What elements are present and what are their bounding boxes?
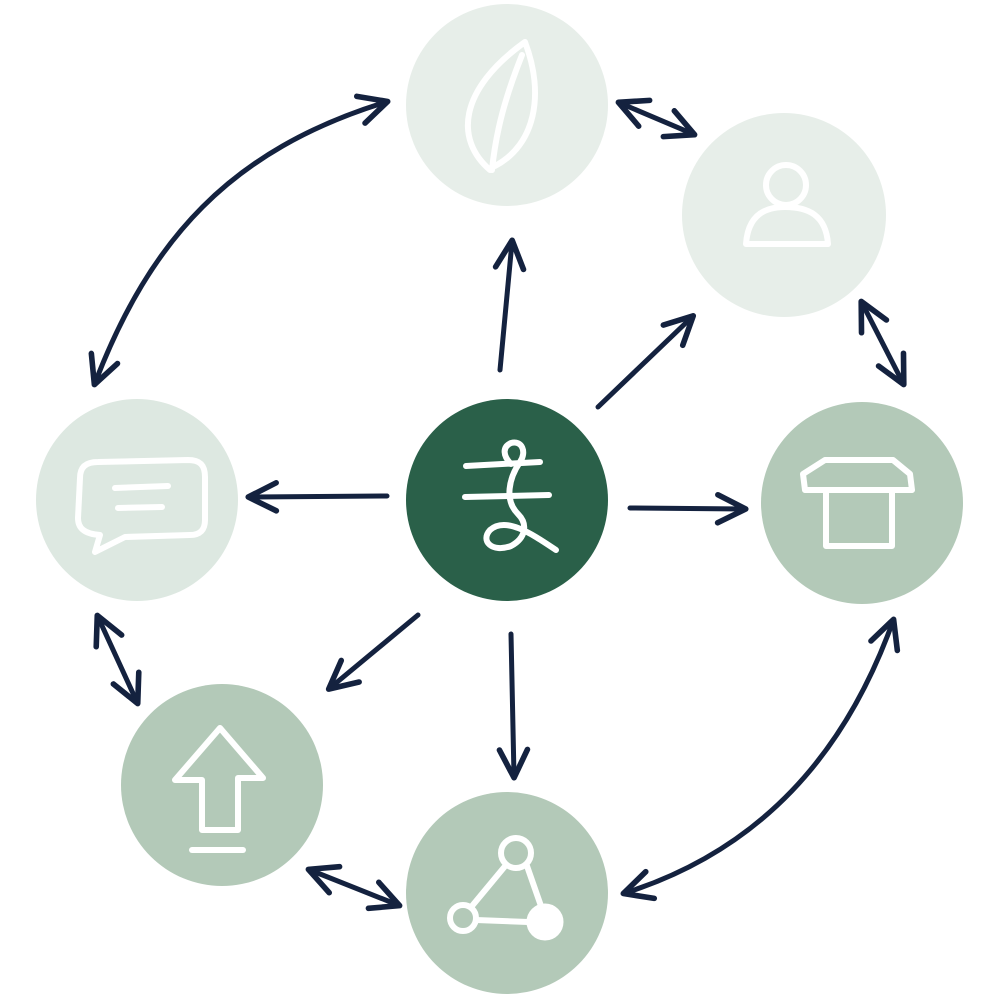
network-triangle-icon <box>447 835 564 941</box>
arrow-hub-to-chat <box>245 480 390 514</box>
script-glyph-icon <box>462 439 559 553</box>
user-icon <box>743 162 831 247</box>
storefront-icon <box>800 457 915 549</box>
node-user <box>682 113 886 317</box>
arrow-leaf-user <box>615 97 698 140</box>
chat-bubble-icon <box>75 457 208 555</box>
upload-arrow-icon <box>172 725 266 853</box>
node-upload <box>121 684 323 886</box>
arrow-upload-chat <box>93 612 142 707</box>
node-chat <box>36 399 238 601</box>
leaf-icon <box>464 39 538 173</box>
node-network <box>406 792 608 994</box>
arrow-hub-to-network <box>496 631 531 781</box>
hub-node <box>406 399 608 601</box>
arrow-hub-to-user <box>595 312 697 410</box>
arrow-chat-leaf <box>88 93 391 388</box>
arrow-storefront-network <box>620 616 901 902</box>
arrow-user-storefront <box>858 298 907 388</box>
arrow-hub-to-leaf <box>492 237 527 373</box>
arrow-hub-to-upload <box>325 612 421 692</box>
arrow-network-upload <box>305 863 403 912</box>
node-storefront <box>761 402 963 604</box>
arrow-hub-to-storefront <box>627 491 749 526</box>
